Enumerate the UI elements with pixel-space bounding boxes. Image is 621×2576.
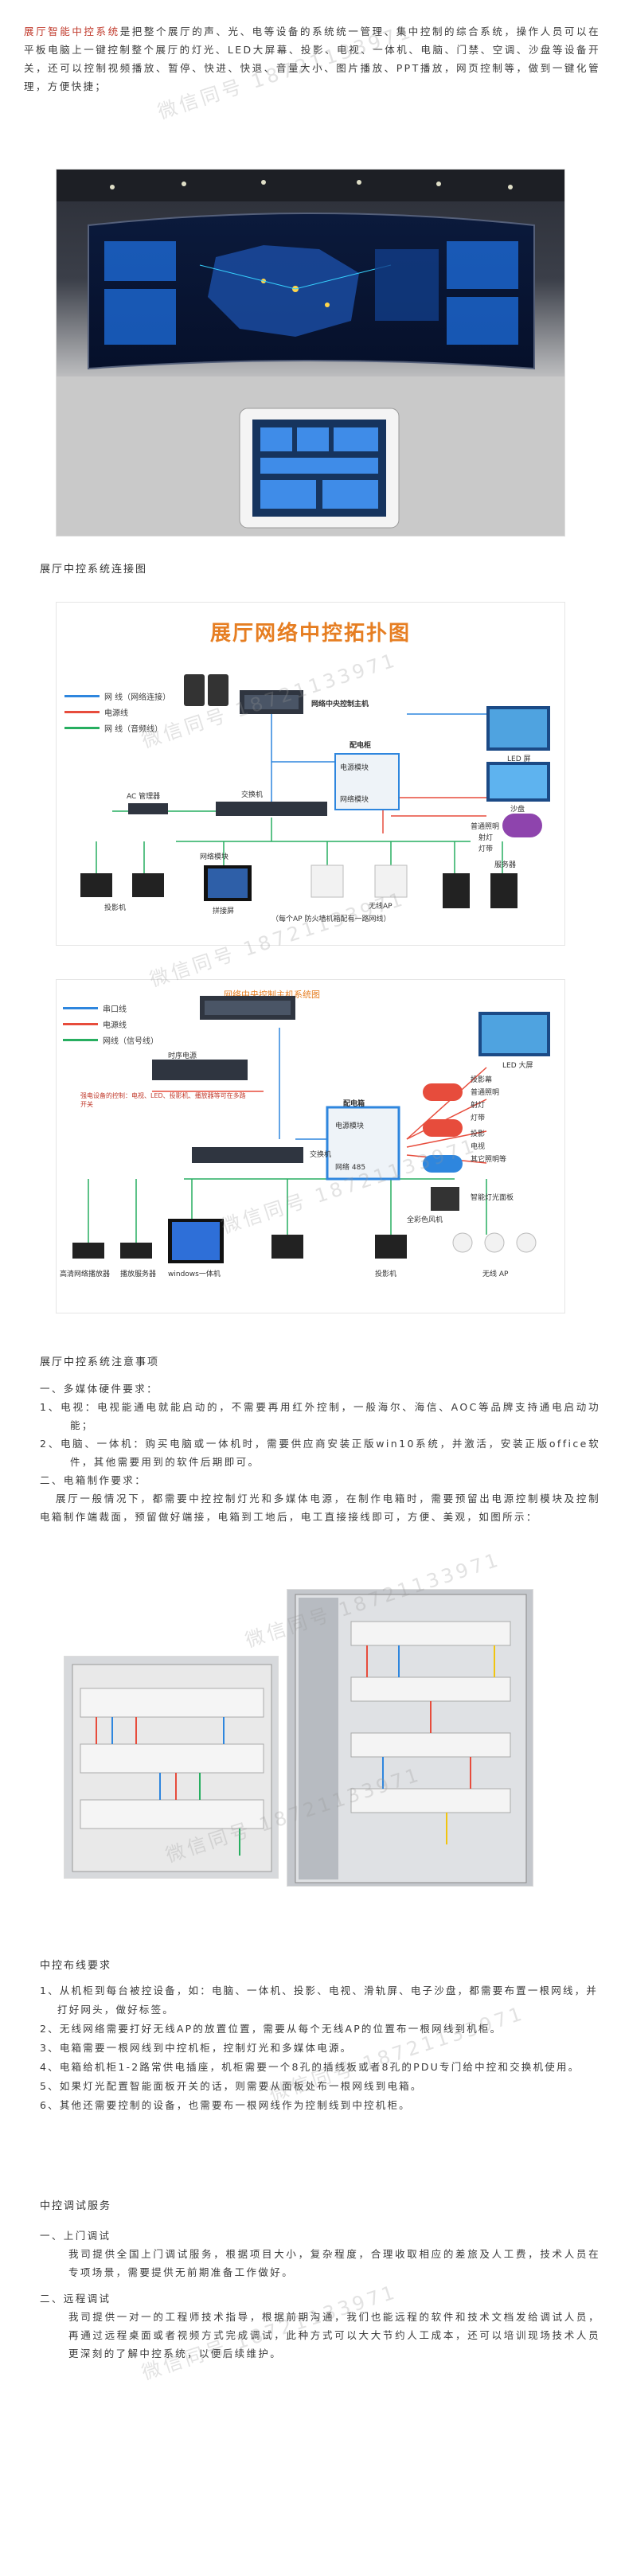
debug-s2: 二、远程调试 (40, 2293, 111, 2305)
tv-label: 电视 (471, 1143, 486, 1151)
wiring-item: 4、电箱给机柜1-2路常供电插座，机柜需要一个8孔的插线板或者8孔的PDU专门给… (40, 2061, 580, 2073)
notes-s2-text: 展厅一般情况下，都需要中控控制灯光和多媒体电源，在制作电箱时，需要预留出电源控制… (40, 1493, 600, 1523)
led-label: LED 屏 (507, 755, 531, 763)
electric-box-photo-1 (64, 1656, 279, 1879)
light-a-label: 射灯 (471, 1102, 486, 1110)
light-b-label: 灯带 (471, 1114, 486, 1122)
debug-s1: 一、上门调试 (40, 2230, 111, 2242)
bottom-label-4: 投影机 (375, 1270, 397, 1278)
other-light-label: 其它照明等 (471, 1156, 507, 1164)
control-room-photo (56, 169, 565, 537)
legend-item: 电源线 (63, 1018, 158, 1030)
legend-item: 网线（信号线） (63, 1034, 158, 1046)
notes-s1-item-2: 2、电脑、一体机：购买电脑或一体机时，需要供应商安装正版win10系统，并激活，… (40, 1438, 600, 1468)
legend-item: 网 线（网络连接） (64, 690, 170, 702)
diagram1-legend: 网 线（网络连接） 电源线 网 线（音频线） (64, 690, 170, 738)
intro-paragraph: 展厅智能中控系统是把整个展厅的声、光、电等设备的系统统一管理、集中控制的综合系统… (24, 22, 600, 96)
electric-box-photo-2 (287, 1589, 533, 1887)
led-label-2: LED 大屏 (502, 1062, 533, 1070)
control-host-system-diagram: 网络中央控制主机系统图 串口线 电源线 网线（信号线） (56, 979, 565, 1313)
bottom-label-5: 无线 AP (482, 1270, 509, 1278)
power-box-label: 配电柜 (350, 742, 372, 750)
server-label: 服务器 (494, 861, 517, 869)
network-module-label: 网络模块 (200, 853, 229, 861)
timing-note-label: 强电设备的控制：电视、LED、投影机、播放器等可在多路开关 (80, 1092, 246, 1108)
ap-note-label: （每个AP 防火墙机箱配有一路网线） (271, 915, 391, 923)
splice-label: 拼接屏 (213, 907, 235, 915)
switch-label: 交换机 (241, 791, 264, 799)
legend-item: 串口线 (63, 1002, 158, 1014)
topology-heading: 展厅中控系统连接图 (40, 564, 148, 576)
power-box-label-2: 配电箱 (343, 1100, 365, 1108)
notes-s1-item-1: 1、电视：电视能通电就能启动的，不需要再用红外控制，一般海尔、海信、AOC等品牌… (40, 1401, 600, 1431)
diagram2-legend: 串口线 电源线 网线（信号线） (63, 1002, 158, 1050)
projector-label: 投影机 (104, 904, 127, 912)
timing-power-label: 时序电源 (168, 1052, 197, 1060)
wiring-item: 1、从机柜到每台被控设备，如：电脑、一体机、投影、电视、滑轨屏、电子沙盘，都需要… (40, 1985, 599, 2016)
bottom-label-2: 播放服务器 (120, 1270, 157, 1278)
notes-s2: 二、电箱制作要求： (40, 1474, 147, 1486)
legend-item: 网 线（音频线） (64, 722, 170, 734)
proj-ctrl-label: 投影 (471, 1130, 486, 1138)
light-3-label: 灯带 (478, 845, 494, 853)
bottom-label-1: 高清网络播放器 (60, 1270, 111, 1278)
host-label: 网络中央控制主机 (311, 701, 369, 708)
intro-text: 是把整个展厅的声、光、电等设备的系统统一管理、集中控制的综合系统，操作人员可以在… (24, 25, 600, 92)
light-1-label: 普通照明 (471, 823, 500, 831)
notes-section: 展厅中控系统注意事项 一、多媒体硬件要求： 1、电视：电视能通电就能启动的，不需… (24, 1353, 600, 1526)
switch-label-2: 交换机 (310, 1151, 332, 1159)
debug-s1-text: 我司提供全国上门调试服务，根据项目大小，复杂程度，合理收取相应的差旅及人工费，技… (68, 2248, 600, 2278)
bottom-label-3: windows一体机 (168, 1270, 221, 1278)
panel-label: 智能灯光面板 (471, 1194, 514, 1202)
wiring-item: 2、无线网络需要打好无线AP的放置位置，需要从每个无线AP的位置布一根网线到机柜… (40, 2023, 502, 2035)
fan-label: 全彩色风机 (407, 1216, 443, 1224)
legend-item: 电源线 (64, 706, 170, 718)
notes-s1: 一、多媒体硬件要求： (40, 1383, 159, 1395)
ac-manager-label: AC 管理器 (127, 793, 161, 801)
ap-label: 无线AP (369, 903, 393, 911)
wiring-item: 6、其他还需要控制的设备，也需要布一根网线作为控制线到中控机柜。 (40, 2099, 411, 2111)
wiring-heading: 中控布线要求 (40, 1960, 112, 1972)
net-module-label-2: 网络 485 (335, 1164, 366, 1172)
projector-screen-label: 投影幕 (471, 1076, 493, 1084)
sandbox-label: 沙盘 (510, 806, 525, 814)
debug-s2-text: 我司提供一对一的工程师技术指导，根据前期沟通，我们也能远程的软件和技术文档发给调… (68, 2311, 600, 2359)
wiring-list: 1、从机柜到每台被控设备，如：电脑、一体机、投影、电视、滑轨屏、电子沙盘，都需要… (40, 1981, 600, 2115)
network-topology-diagram: 展厅网络中控拓扑图 网 线（网络连接） 电源线 网 线（音频线） (56, 602, 565, 946)
wiring-section: 中控布线要求 1、从机柜到每台被控设备，如：电脑、一体机、投影、电视、滑轨屏、电… (24, 1957, 600, 2115)
power-module-label: 电源模块 (340, 764, 369, 772)
wiring-item: 5、如果灯光配置智能面板开关的话，则需要从面板处布一根网线到电箱。 (40, 2080, 423, 2092)
notes-heading: 展厅中控系统注意事项 (40, 1356, 160, 1368)
wiring-item: 3、电箱需要一根网线到中控机柜，控制灯光和多媒体电源。 (40, 2042, 353, 2054)
debug-section: 中控调试服务 一、上门调试 我司提供全国上门调试服务，根据项目大小，复杂程度，合… (24, 2197, 600, 2363)
light-2-label: 射灯 (478, 834, 494, 842)
power-module-label-2: 电源模块 (335, 1122, 365, 1130)
intro-highlight: 展厅智能中控系统 (24, 25, 120, 37)
debug-heading: 中控调试服务 (40, 2200, 112, 2212)
lights-label: 普通照明 (471, 1089, 500, 1097)
diagram1-title: 展厅网络中控拓扑图 (209, 622, 411, 646)
net-module-label: 网络模块 (340, 796, 369, 804)
